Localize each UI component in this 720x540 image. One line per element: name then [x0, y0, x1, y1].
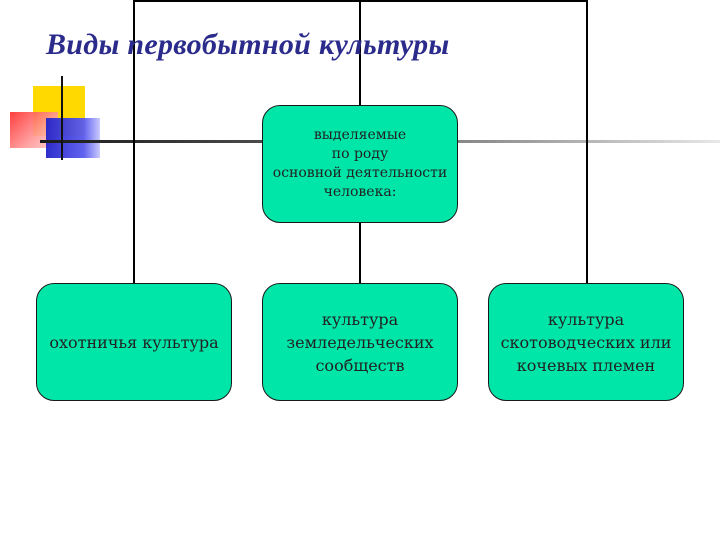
- node-label: культура скотоводческих или кочевых плем…: [500, 309, 672, 375]
- page-title: Виды первобытной культуры: [46, 28, 450, 61]
- node-hunting-culture: охотничья культура: [36, 283, 232, 401]
- decoration-vertical-line: [61, 76, 63, 160]
- blue-square-decoration: [46, 118, 100, 158]
- root-node: выделяемые по роду основной деятельности…: [262, 105, 458, 223]
- node-pastoral-culture: культура скотоводческих или кочевых плем…: [488, 283, 684, 401]
- node-label: культура земледельческих сообществ: [286, 309, 434, 375]
- root-node-label: выделяемые по роду основной деятельности…: [272, 127, 448, 200]
- node-label: охотничья культура: [49, 332, 219, 352]
- node-agricultural-culture: культура земледельческих сообществ: [262, 283, 458, 401]
- connector-left: [133, 0, 135, 284]
- connector-right: [586, 0, 588, 284]
- connector-top-horizontal: [134, 0, 588, 2]
